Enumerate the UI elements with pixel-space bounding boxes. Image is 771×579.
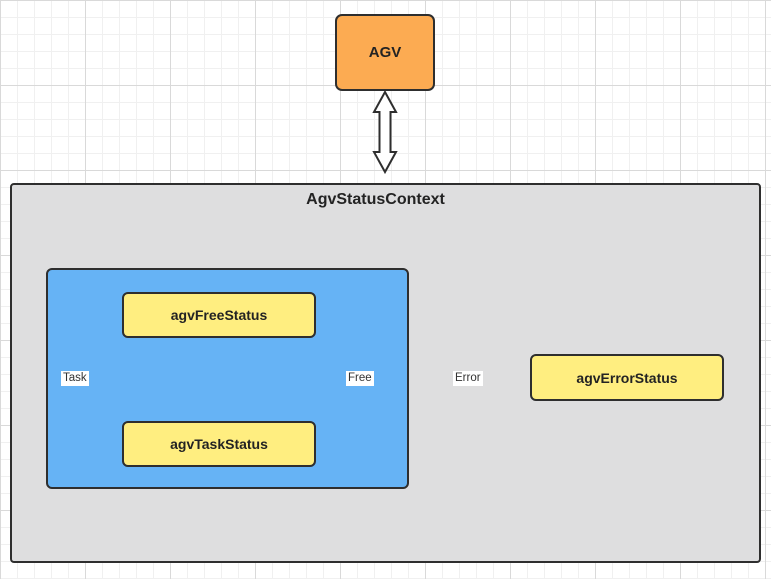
node-agv[interactable]: AGV <box>335 14 435 91</box>
node-agv-task-status[interactable]: agvTaskStatus <box>122 421 316 467</box>
edge-label-task: Task <box>61 371 89 386</box>
agv-status-context-title: AgvStatusContext <box>306 191 445 208</box>
edge-agv-context <box>372 89 398 175</box>
edge-label-error: Error <box>453 371 483 386</box>
node-agv-error-status[interactable]: agvErrorStatus <box>530 354 724 401</box>
edge-label-free: Free <box>346 371 374 386</box>
node-agv-free-status[interactable]: agvFreeStatus <box>122 292 316 338</box>
